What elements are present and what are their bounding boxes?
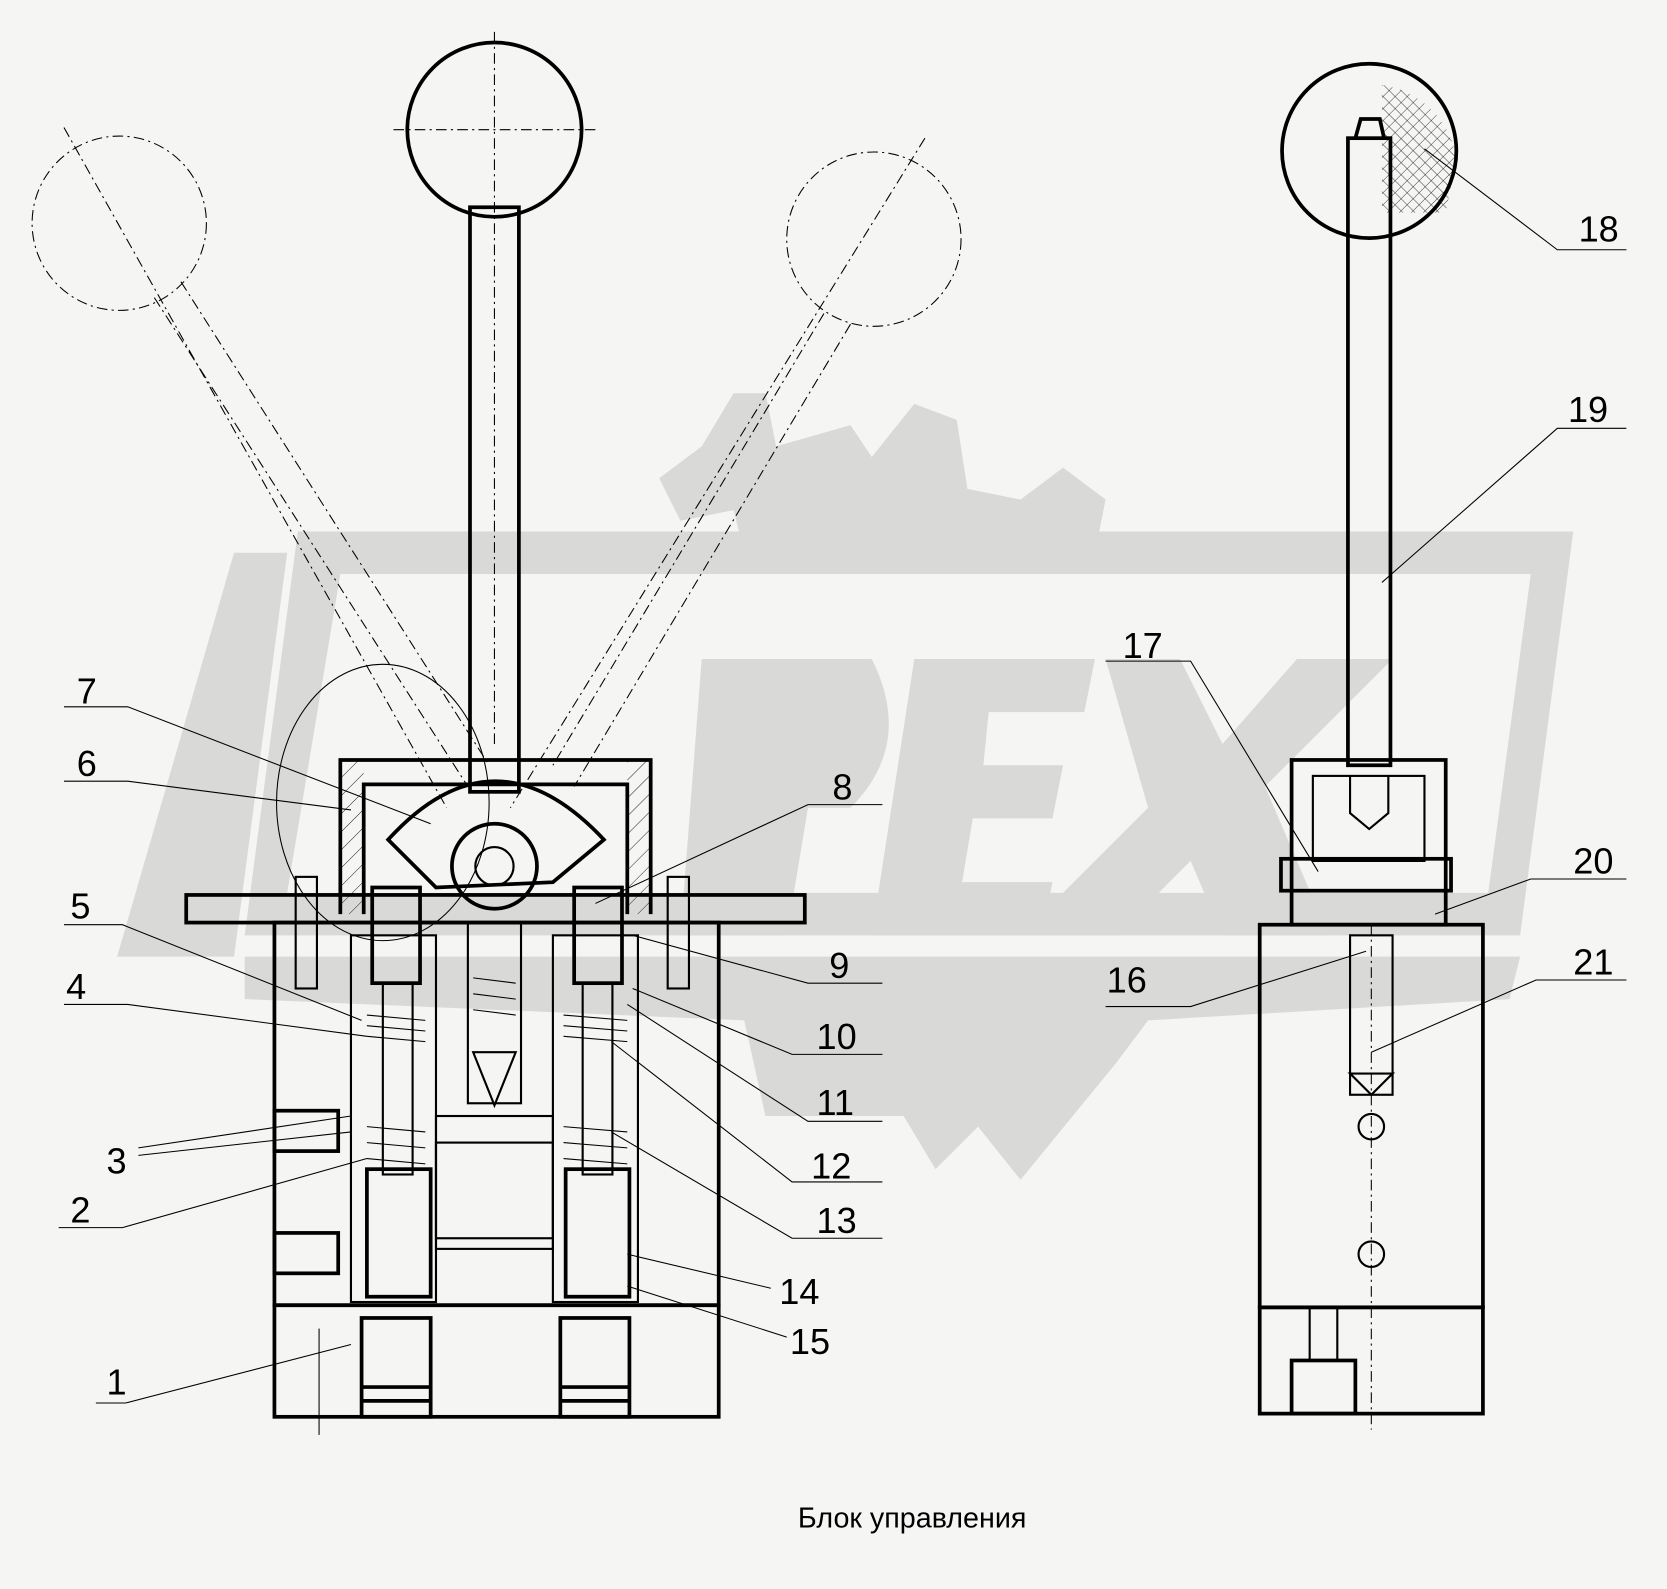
phantom-lever-positions [31, 127, 962, 942]
callout-19: 19 [1568, 389, 1608, 430]
leader-lines [58, 148, 1627, 1404]
callout-17: 17 [1123, 625, 1163, 666]
callout-21: 21 [1573, 942, 1613, 983]
callout-18: 18 [1579, 208, 1619, 249]
callout-5: 5 [70, 885, 90, 926]
callout-4: 4 [66, 966, 86, 1007]
callout-labels: 1 2 3 4 5 6 7 8 9 10 11 12 13 14 15 16 1… [66, 208, 1619, 1402]
callout-10: 10 [816, 1016, 856, 1057]
callout-16: 16 [1107, 960, 1147, 1001]
callout-2: 2 [70, 1189, 90, 1230]
callout-6: 6 [77, 743, 97, 784]
main-view [184, 31, 807, 1435]
callout-1: 1 [106, 1361, 126, 1402]
callout-11: 11 [816, 1082, 854, 1123]
callout-3: 3 [106, 1140, 126, 1181]
callout-20: 20 [1573, 841, 1613, 882]
callout-8: 8 [832, 766, 852, 807]
callout-15: 15 [790, 1321, 830, 1362]
callout-7: 7 [77, 671, 97, 712]
callout-14: 14 [779, 1271, 819, 1312]
callout-12: 12 [811, 1146, 851, 1187]
callout-13: 13 [816, 1200, 856, 1241]
callout-9: 9 [829, 945, 849, 986]
drawing-caption: Блок управления [798, 1502, 1027, 1534]
side-view [1257, 61, 1485, 1430]
